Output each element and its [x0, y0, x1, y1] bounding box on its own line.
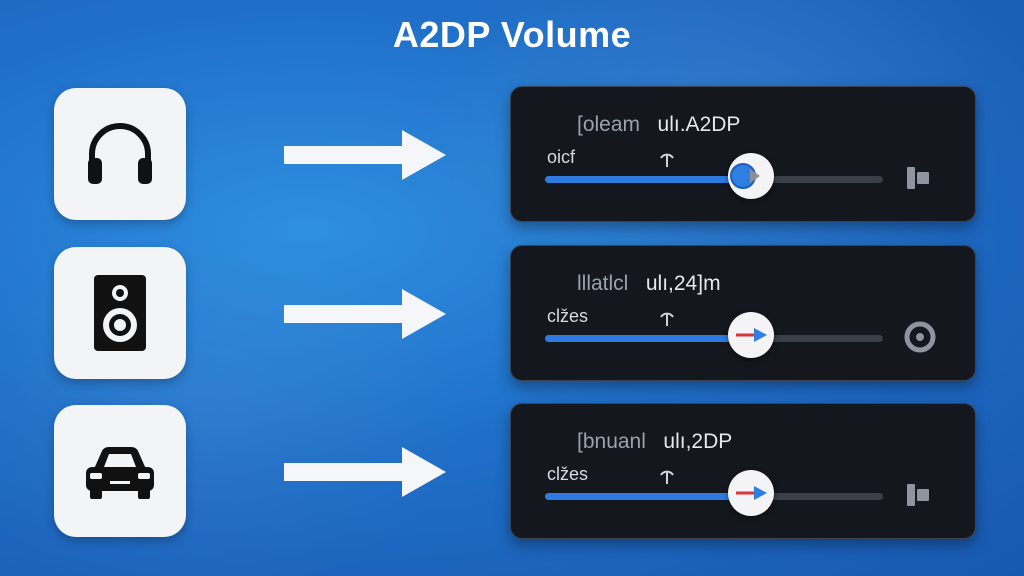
panel-label: oicf [547, 147, 576, 167]
device-row-speaker: lllatlcl ulı,24]m clžes [0, 245, 1024, 381]
antenna-icon [660, 153, 674, 167]
speaker-block-icon[interactable] [903, 161, 937, 195]
car-icon [86, 447, 154, 499]
volume-slider-fill [545, 176, 752, 183]
volume-panel: [bnuanl ulı,2DP clžes [510, 403, 976, 539]
panel-title-main: ulı.A2DP [657, 113, 741, 136]
panel-title-prefix: lllatlcl [577, 272, 629, 295]
panel-title-prefix: [oleam [577, 113, 641, 136]
arrow-right-icon [284, 289, 446, 339]
speaker-icon [94, 275, 146, 351]
panel-title-main: ulı,2DP [663, 430, 733, 453]
arrow-right-icon [284, 447, 446, 497]
volume-panel: lllatlcl ulı,24]m clžes [510, 245, 976, 381]
volume-panel: [oleam ulı.A2DP oicf [510, 86, 976, 222]
volume-slider-fill [545, 493, 752, 500]
headphones-icon [88, 123, 152, 184]
antenna-icon [660, 470, 674, 484]
panel-title: lllatlcl ulı,24]m [577, 272, 721, 296]
volume-slider-track[interactable] [545, 176, 883, 183]
volume-slider-fill [545, 335, 752, 342]
volume-slider-track[interactable] [545, 493, 883, 500]
volume-slider-knob[interactable] [728, 153, 775, 199]
antenna-icon [660, 312, 674, 326]
device-tile-speaker[interactable] [54, 247, 186, 379]
speaker-block-icon[interactable] [903, 478, 937, 512]
device-row-car: [bnuanl ulı,2DP clžes [0, 403, 1024, 539]
volume-slider-knob[interactable] [728, 470, 775, 516]
device-tile-car[interactable] [54, 405, 186, 537]
volume-slider-track[interactable] [545, 335, 883, 342]
panel-label: clžes [547, 464, 589, 484]
device-row-headphones: [oleam ulı.A2DP oicf [0, 86, 1024, 222]
ring-icon[interactable] [903, 320, 937, 354]
play-icon [750, 169, 761, 183]
arrow-right-icon [284, 130, 446, 180]
panel-title: [bnuanl ulı,2DP [577, 430, 732, 454]
panel-title-prefix: [bnuanl [577, 430, 646, 453]
device-tile-headphones[interactable] [54, 88, 186, 220]
panel-title-main: ulı,24]m [645, 272, 721, 295]
panel-label: clžes [547, 306, 589, 326]
red-blue-arrow-icon [736, 486, 768, 500]
volume-slider-knob[interactable] [728, 312, 775, 358]
page-title: A2DP Volume [392, 14, 632, 55]
red-blue-arrow-icon [736, 328, 768, 342]
panel-title: [oleam ulı.A2DP [577, 113, 740, 137]
